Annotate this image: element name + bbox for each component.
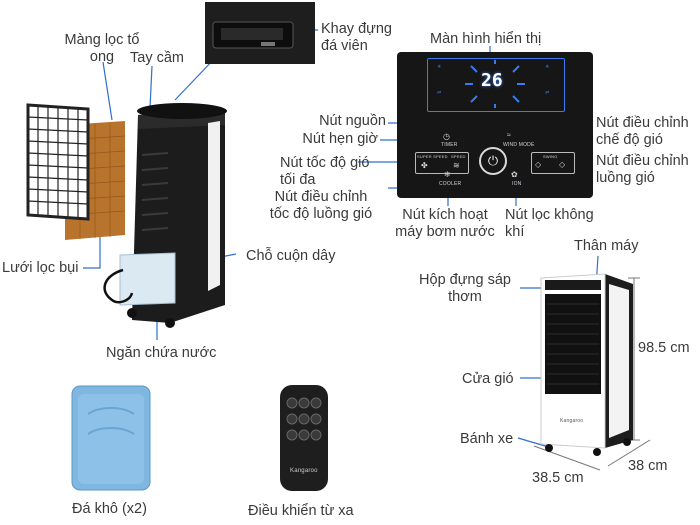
cooler-exploded-view xyxy=(26,103,227,328)
timer-icon[interactable]: ◷ xyxy=(443,132,451,141)
cooler-text: COOLER xyxy=(439,181,462,187)
dim-width-line xyxy=(533,445,601,471)
swing-left-icon[interactable]: ◇ xyxy=(535,160,542,169)
display-area xyxy=(427,58,565,112)
ice-pack-image xyxy=(71,385,151,491)
label-pump: Nút kích hoạt máy bơm nước xyxy=(395,207,495,240)
max-speed-icon[interactable]: ✤ xyxy=(421,161,428,170)
line-tray-pointer xyxy=(174,57,216,101)
label-max-speed: Nút tốc độ gió tối đa xyxy=(280,155,370,188)
label-wheels: Bánh xe xyxy=(460,431,514,447)
ion-text: ION xyxy=(512,181,522,187)
display-icon-right: ✳ xyxy=(545,64,550,70)
label-body: Thân máy xyxy=(574,238,639,254)
label-power-button: Nút nguồn xyxy=(319,113,386,129)
speed-icon[interactable]: ≋ xyxy=(453,161,460,170)
label-filter-honeycomb: Màng lọc tổ ong xyxy=(64,32,140,65)
label-handle: Tay cầm xyxy=(130,50,184,66)
ice-tray-inset xyxy=(205,2,315,64)
top-control-strip xyxy=(545,280,601,290)
label-scent-box: Hộp đựng sáp thơm xyxy=(419,272,511,305)
dim-width: 38.5 cm xyxy=(532,470,584,486)
wind-mode-icon[interactable]: ≈ xyxy=(507,132,512,139)
power-cord xyxy=(103,268,134,304)
remote-brand-text: Kangaroo xyxy=(290,468,318,474)
label-timer-button: Nút hẹn giờ xyxy=(302,131,378,147)
control-panel: 26 ✳ ✳ ⇌ ⇌ ⏻ ◷ TIMER ≈ WIND MODE SUPER S… xyxy=(397,52,593,198)
label-wind-mode: Nút điều chỉnh chế độ gió xyxy=(596,115,689,148)
label-swing: Nút điều chỉnh luồng gió xyxy=(596,153,689,186)
label-ion: Nút lọc không khí xyxy=(505,207,594,240)
super-speed-text: SUPER SPEED xyxy=(417,154,448,159)
side-white-trim xyxy=(609,284,629,438)
swing-text: SWING xyxy=(543,154,558,159)
front-brand-text: Kangaroo xyxy=(560,418,584,424)
line-filter xyxy=(102,61,113,121)
label-dust-filter: Lưới lọc bụi xyxy=(2,260,79,276)
remote-control-image xyxy=(280,385,328,491)
label-display-screen: Màn hình hiển thị xyxy=(430,31,542,47)
water-tank-shape xyxy=(119,252,176,306)
top-cap xyxy=(137,103,227,119)
dim-depth-line xyxy=(607,439,651,467)
swing-right-icon[interactable]: ◇ xyxy=(559,160,566,169)
temperature-readout: 26 xyxy=(481,70,503,91)
display-icon-left: ✳ xyxy=(437,64,442,70)
label-ice-tray: Khay đựng đá viên xyxy=(321,21,392,54)
speed-text: SPEED xyxy=(451,154,466,159)
dim-depth: 38 cm xyxy=(628,458,668,474)
rear-vents xyxy=(141,152,169,231)
cooler-front-view xyxy=(540,273,633,456)
label-remote: Điều khiển từ xa xyxy=(248,503,354,519)
ion-icon[interactable]: ✿ xyxy=(511,170,518,179)
display-rays xyxy=(465,60,525,108)
line-handle xyxy=(149,65,153,109)
cooler-icon[interactable]: ❄ xyxy=(444,170,451,179)
label-speed-adjust: Nút điều chỉnh tốc độ luồng gió xyxy=(269,189,373,222)
dim-height: 98.5 cm xyxy=(638,340,690,356)
wind-mode-text: WIND MODE xyxy=(503,142,535,148)
label-air-outlet: Cửa gió xyxy=(462,371,514,387)
speed-button-group xyxy=(415,152,469,174)
label-cord-holder: Chỗ cuộn dây xyxy=(246,248,336,264)
swing-button-group xyxy=(531,152,575,174)
label-water-tank: Ngăn chứa nước xyxy=(106,345,217,361)
power-icon: ⏻ xyxy=(487,153,499,168)
label-ice-packs: Đá khô (x2) xyxy=(72,501,147,517)
timer-text: TIMER xyxy=(441,142,458,148)
power-button[interactable]: ⏻ xyxy=(479,147,507,175)
